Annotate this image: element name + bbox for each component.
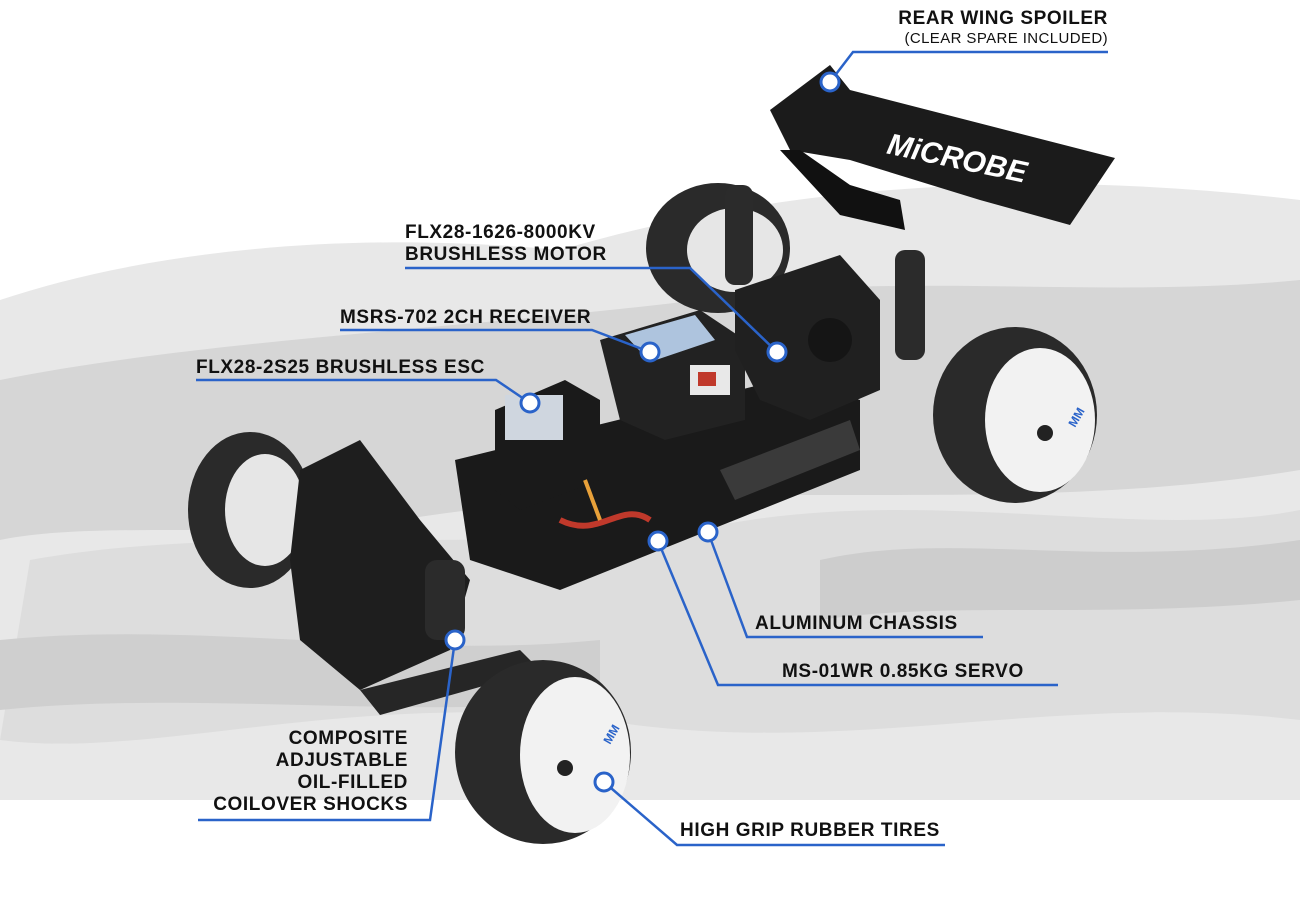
gearbox	[735, 255, 880, 420]
receiver-callout-title: MSRS-702 2CH RECEIVER	[340, 307, 592, 328]
receiver-callout: MSRS-702 2CH RECEIVER	[340, 307, 591, 329]
marker-dot	[819, 71, 841, 93]
chassis-callout: ALUMINUM CHASSIS	[755, 613, 958, 635]
esc-callout-title: FLX28-2S25 BRUSHLESS ESC	[196, 357, 485, 378]
rear-right-wheel: MM	[933, 327, 1097, 503]
shocks-callout-line3: OIL-FILLED	[297, 772, 408, 793]
shocks-leader	[198, 639, 457, 822]
marker-dot	[444, 629, 466, 651]
rear-shock	[895, 250, 925, 360]
motor-leader	[405, 266, 778, 353]
rear-wing-callout: REAR WING SPOILER (CLEAR SPARE INCLUDED)	[860, 8, 1108, 47]
receiver-leader	[340, 328, 651, 354]
tires-leader	[603, 781, 945, 847]
marker-dot	[697, 521, 719, 543]
rc-buggy: MiCROBE MM MM	[188, 65, 1115, 844]
rear-wing-leader	[829, 50, 1108, 83]
shocks-callout: COMPOSITE ADJUSTABLE OIL-FILLED COILOVER…	[196, 728, 408, 816]
tires-callout: HIGH GRIP RUBBER TIRES	[680, 820, 940, 842]
chassis-callout-title: ALUMINUM CHASSIS	[755, 613, 958, 634]
tires-callout-title: HIGH GRIP RUBBER TIRES	[680, 820, 940, 841]
servo-callout-title: MS-01WR 0.85KG SERVO	[782, 661, 1024, 682]
marker-dot	[766, 341, 788, 363]
shocks-callout-line2: ADJUSTABLE	[275, 750, 408, 771]
chassis-leader	[706, 531, 983, 639]
servo-leader	[656, 540, 1058, 687]
rear-shock	[725, 185, 753, 285]
callout-leaders	[196, 50, 1108, 847]
chassis-plate	[455, 380, 860, 590]
marker-dot	[593, 771, 615, 793]
esc-callout: FLX28-2S25 BRUSHLESS ESC	[196, 357, 485, 379]
motor-callout: FLX28-1626-8000KV BRUSHLESS MOTOR	[405, 222, 607, 266]
callout-markers	[444, 71, 841, 793]
marker-dot	[647, 530, 669, 552]
motor-callout-line1: FLX28-1626-8000KV	[405, 222, 596, 243]
servo-callout: MS-01WR 0.85KG SERVO	[782, 661, 1024, 683]
front-right-wheel: MM	[455, 660, 631, 844]
marker-dot	[519, 392, 541, 414]
esc-leader	[196, 378, 531, 405]
rear-wing-subtitle: (CLEAR SPARE INCLUDED)	[904, 30, 1108, 47]
motor-callout-line2: BRUSHLESS MOTOR	[405, 244, 607, 265]
marker-dot	[639, 341, 661, 363]
shocks-callout-line4: COILOVER SHOCKS	[213, 794, 408, 815]
front-left-wheel	[188, 432, 312, 588]
shocks-callout-line1: COMPOSITE	[288, 728, 408, 749]
rear-wing-title: REAR WING SPOILER	[898, 8, 1108, 29]
